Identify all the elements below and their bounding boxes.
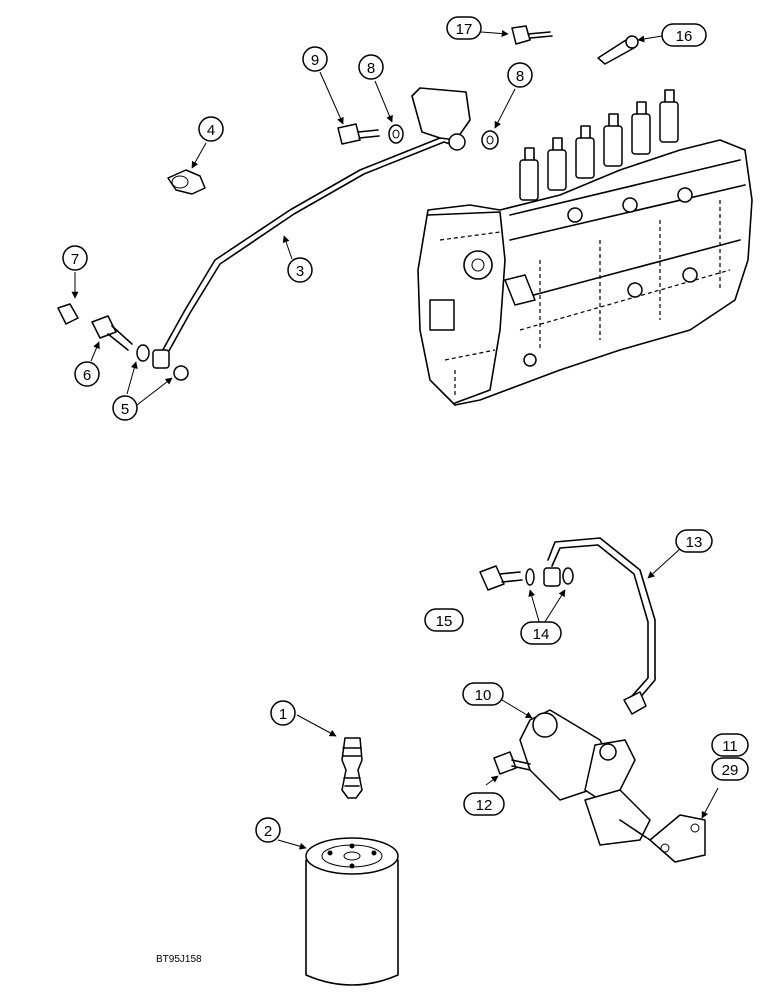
svg-text:11: 11 [722, 738, 738, 755]
svg-text:13: 13 [686, 534, 703, 551]
svg-text:9: 9 [311, 52, 319, 69]
transfer-pump-parts [479, 537, 706, 863]
callout-7: 7 [62, 245, 88, 271]
callout-15: 15 [424, 608, 464, 632]
svg-text:5: 5 [121, 401, 129, 418]
svg-text:3: 3 [296, 263, 304, 280]
svg-text:6: 6 [83, 367, 91, 384]
callout-1: 1 [270, 700, 296, 726]
figure-code: BT95J158 [156, 954, 202, 965]
svg-text:17: 17 [456, 21, 473, 38]
svg-text:12: 12 [476, 797, 493, 814]
callout-11: 11 [711, 733, 749, 757]
callout-17: 17 [446, 16, 482, 40]
callout-8-upper-right: 8 [507, 62, 533, 88]
callout-29: 29 [711, 757, 749, 781]
callout-2: 2 [255, 817, 281, 843]
callout-8-upper-left: 8 [358, 54, 384, 80]
injection-pump-drawing [417, 89, 753, 406]
callout-6: 6 [74, 361, 100, 387]
callout-9: 9 [302, 46, 328, 72]
callout-12: 12 [463, 792, 505, 816]
callout-5: 5 [112, 395, 138, 421]
svg-text:7: 7 [71, 251, 79, 268]
callout-10: 10 [462, 682, 504, 706]
svg-text:16: 16 [676, 28, 693, 45]
svg-text:2: 2 [264, 823, 272, 840]
svg-text:4: 4 [207, 122, 215, 139]
upper-fuel-line-parts [57, 25, 639, 381]
svg-text:10: 10 [475, 687, 492, 704]
svg-text:8: 8 [516, 68, 524, 85]
svg-text:14: 14 [533, 626, 550, 643]
svg-text:8: 8 [367, 60, 375, 77]
callout-14: 14 [520, 621, 562, 645]
callout-3: 3 [287, 257, 313, 283]
svg-text:1: 1 [279, 706, 287, 723]
leader-lines [71, 30, 719, 850]
callout-16: 16 [661, 23, 707, 47]
svg-text:29: 29 [722, 762, 739, 779]
svg-text:15: 15 [436, 613, 453, 630]
callout-13: 13 [675, 529, 713, 553]
callout-4: 4 [198, 116, 224, 142]
filter-parts [305, 737, 399, 986]
